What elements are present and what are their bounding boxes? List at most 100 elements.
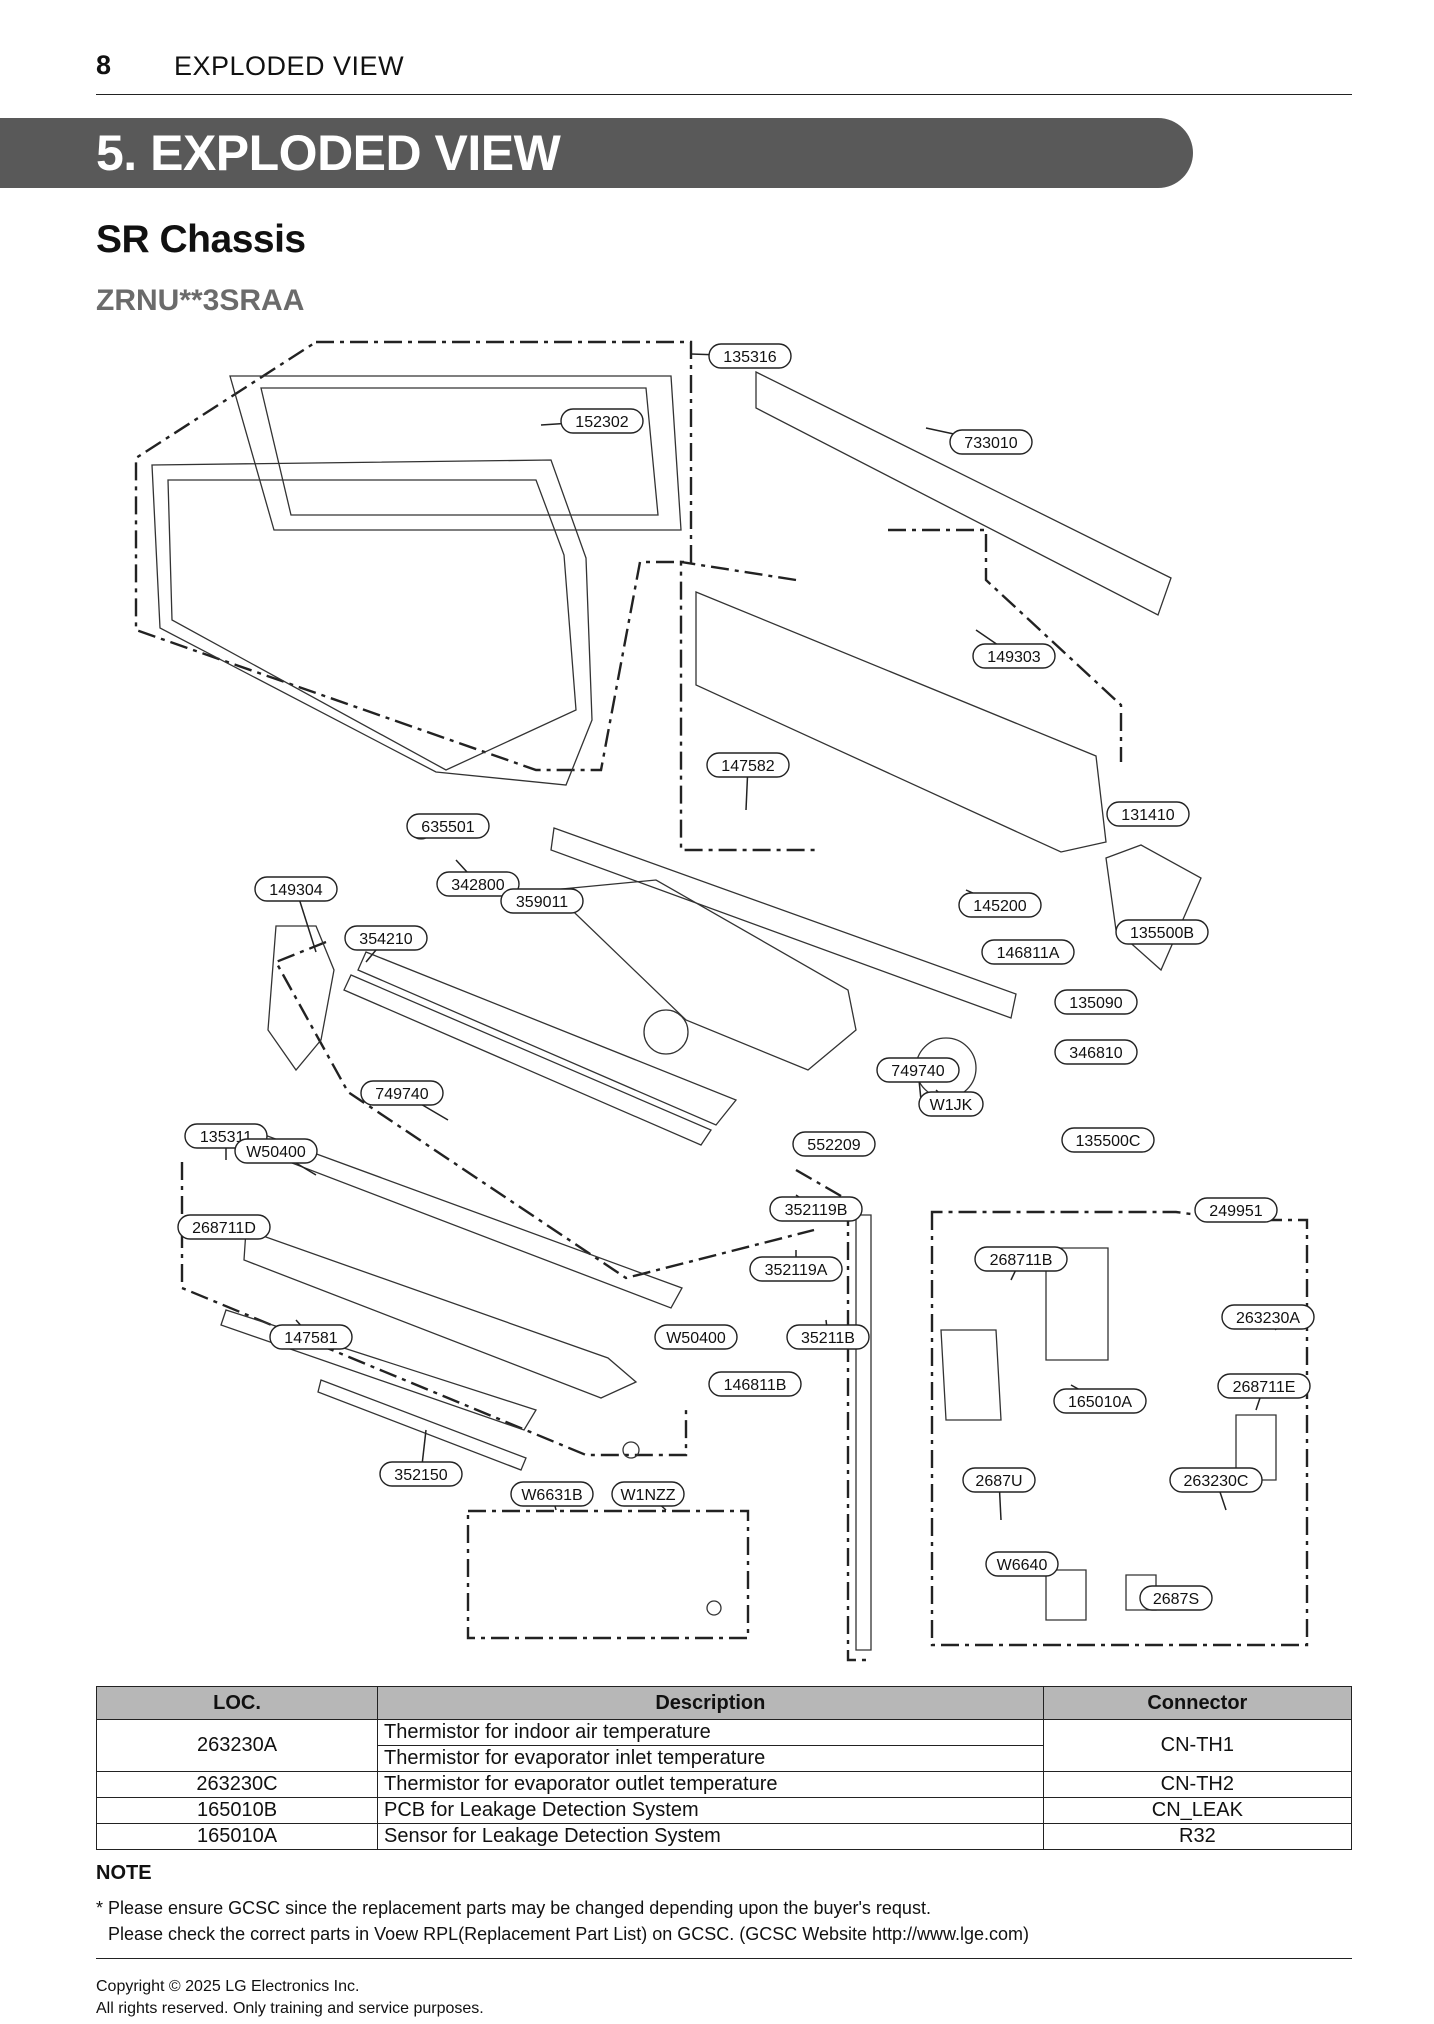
part-label-text: 149303	[987, 649, 1040, 666]
part-label: 131410	[1106, 801, 1190, 827]
part-label: 342800	[436, 871, 520, 897]
footer-divider	[96, 1958, 1352, 1959]
part-label-text: 263230A	[1236, 1310, 1300, 1327]
page-header-title: EXPLODED VIEW	[174, 51, 405, 81]
part-label: 35211B	[786, 1324, 870, 1350]
part-label-text: 2687S	[1153, 1591, 1199, 1608]
part-label-text: 147582	[721, 758, 774, 775]
copyright-text: Copyright © 2025 LG Electronics Inc.	[96, 1978, 360, 1995]
part-label-text: 749740	[891, 1063, 944, 1080]
part-labels: 135316 152302 733010 149303 131410 147582 6355…	[177, 343, 1315, 1611]
part-label: 749740	[876, 1057, 960, 1083]
part-label: 135090	[1054, 989, 1138, 1015]
loc-cell: 165010B	[96, 1797, 378, 1824]
header-description: Description	[377, 1686, 1044, 1720]
part-label-text: 146811B	[724, 1377, 787, 1394]
part-label: 268711B	[974, 1246, 1068, 1272]
chassis-title: SR Chassis	[96, 218, 306, 261]
part-label-text: 359011	[516, 894, 568, 911]
part-label: 2687S	[1139, 1585, 1213, 1611]
part-label: 352119B	[769, 1196, 863, 1222]
part-label: 352119A	[749, 1256, 843, 1282]
table-row: 263230C Thermistor for evaporator outlet…	[96, 1771, 1353, 1798]
part-label: 359011	[500, 888, 584, 914]
part-label-text: 268711B	[990, 1252, 1053, 1269]
description-cell: Thermistor for evaporator inlet temperat…	[377, 1745, 1044, 1772]
part-label: W6631B	[510, 1481, 594, 1507]
part-label: W50400	[654, 1324, 738, 1350]
part-label: 145200	[958, 892, 1042, 918]
connector-cell: CN-TH2	[1042, 1771, 1353, 1798]
part-label-text: 2687U	[975, 1473, 1022, 1490]
part-label: W1NZZ	[611, 1481, 685, 1507]
part-label: 135500B	[1115, 919, 1209, 945]
part-label-text: 552209	[807, 1137, 860, 1154]
exploded-view-drawing: 135316 152302 733010 149303 131410 147582 6355…	[134, 340, 1315, 1662]
part-label: 147581	[269, 1324, 353, 1350]
part-label-text: 165010A	[1068, 1394, 1132, 1411]
part-label-text: 149304	[269, 882, 322, 899]
part-label-text: 352119B	[785, 1202, 848, 1219]
part-label: 352150	[379, 1461, 463, 1487]
part-illustrations	[151, 370, 1277, 1651]
section-banner: 5. EXPLODED VIEW	[0, 118, 1193, 188]
part-label-text: 131410	[1121, 807, 1174, 824]
description-cell: Thermistor for evaporator outlet tempera…	[377, 1771, 1044, 1798]
model-title: ZRNU**3SRAA	[96, 284, 305, 317]
section-title: 5. EXPLODED VIEW	[96, 125, 561, 181]
parts-table: LOC. Description Connector 263230A Therm…	[96, 1686, 1353, 1850]
part-label-text: W6631B	[521, 1487, 582, 1504]
part-label: 268711D	[177, 1214, 271, 1240]
description-cell: Thermistor for indoor air temperature	[377, 1719, 1044, 1746]
table-row: 165010A Sensor for Leakage Detection Sys…	[96, 1823, 1353, 1850]
part-label: 749740	[360, 1080, 444, 1106]
part-label: 733010	[949, 429, 1033, 455]
part-label-text: 346810	[1069, 1045, 1122, 1062]
connector-cell: CN_LEAK	[1042, 1797, 1353, 1824]
loc-cell: 165010A	[96, 1823, 378, 1850]
note-text-line-1: * Please ensure GCSC since the replaceme…	[96, 1898, 931, 1918]
part-label-text: 352150	[394, 1467, 447, 1484]
description-cell: Sensor for Leakage Detection System	[377, 1823, 1044, 1850]
loc-cell: 263230C	[96, 1771, 378, 1798]
part-label-text: 263230C	[1184, 1473, 1249, 1490]
part-label: 146811A	[981, 939, 1075, 965]
part-label-text: W1JK	[930, 1097, 973, 1114]
part-label-text: W50400	[666, 1330, 726, 1347]
header-connector: Connector	[1042, 1686, 1353, 1720]
part-label: 149303	[972, 643, 1056, 669]
note-title: NOTE	[96, 1862, 152, 1884]
part-label: 249951	[1194, 1197, 1278, 1223]
part-label-text: 249951	[1209, 1203, 1262, 1220]
exploded-view-diagram: 135316 152302 733010 149303 131410 147582 6355…	[96, 330, 1356, 1670]
part-label-text: 352119A	[765, 1262, 828, 1279]
part-label-text: 268711E	[1233, 1379, 1296, 1396]
part-label: 152302	[560, 408, 644, 434]
loc-cell: 263230A	[96, 1719, 378, 1772]
part-label-text: 35211B	[801, 1330, 855, 1347]
description-cell: PCB for Leakage Detection System	[377, 1797, 1044, 1824]
part-label-text: 268711D	[192, 1220, 256, 1237]
part-label: 263230C	[1169, 1467, 1263, 1493]
connector-cell: R32	[1042, 1823, 1353, 1850]
part-label: W1JK	[918, 1091, 984, 1117]
part-label: 268711E	[1217, 1373, 1311, 1399]
part-label-text: 152302	[575, 414, 628, 431]
part-label-text: 135500B	[1130, 925, 1194, 942]
part-label-text: W1NZZ	[620, 1487, 675, 1504]
part-label-text: 733010	[964, 435, 1017, 452]
part-label: 346810	[1054, 1039, 1138, 1065]
part-label-text: 354210	[359, 931, 412, 948]
part-label-text: 135316	[723, 349, 776, 366]
header-loc: LOC.	[96, 1686, 378, 1720]
part-label-text: W6640	[997, 1557, 1048, 1574]
connector-cell: CN-TH1	[1042, 1719, 1353, 1772]
part-label: 149304	[254, 876, 338, 902]
part-label-text: W50400	[246, 1144, 306, 1161]
table-row: 263230A Thermistor for indoor air temper…	[96, 1719, 1353, 1772]
part-label-text: 342800	[451, 877, 504, 894]
part-label: 635501	[406, 813, 490, 839]
part-label-text: 135500C	[1076, 1133, 1141, 1150]
part-label: 263230A	[1221, 1304, 1315, 1330]
part-label: 2687U	[962, 1467, 1036, 1493]
